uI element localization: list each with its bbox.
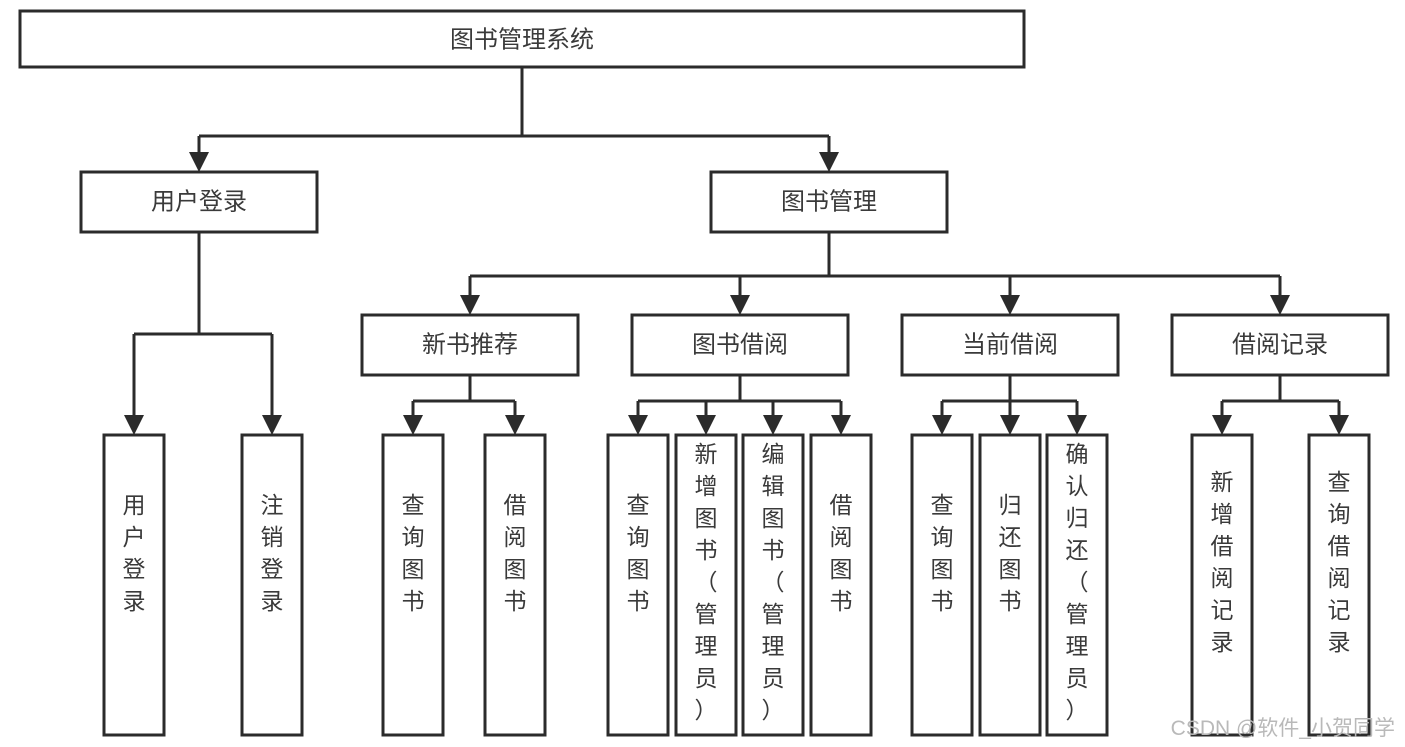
arrow-head-leaf-logout-login — [262, 415, 282, 435]
leaf-return-book-label: 归还图书 — [999, 492, 1022, 614]
node-leaf-add-record[interactable]: 新增借阅记录 — [1190, 433, 1254, 737]
node-leaf-confirm-return[interactable]: 确认归还（管理员） — [1045, 433, 1109, 737]
leaf-logout-login-box[interactable] — [240, 433, 304, 737]
book-borrow-box[interactable] — [630, 313, 850, 377]
user-login-label: 用户登录 — [151, 188, 247, 215]
node-leaf-query-book-1[interactable]: 查询图书 — [381, 433, 445, 737]
leaf-user-login-label: 用户登录 — [123, 492, 146, 614]
node-book-manage[interactable]: 图书管理 — [709, 170, 949, 234]
arrow-head-leaf-query-book-1 — [403, 415, 423, 435]
node-leaf-borrow-book-2[interactable]: 借阅图书 — [809, 433, 873, 737]
node-leaf-user-login[interactable]: 用户登录 — [102, 433, 166, 737]
borrow-record-box[interactable] — [1170, 313, 1390, 377]
arrow-head-current-borrow — [1000, 295, 1020, 315]
leaf-query-book-2-box[interactable] — [606, 433, 670, 737]
book-manage-label: 图书管理 — [781, 188, 877, 215]
arrow-head-leaf-borrow-book-2 — [831, 415, 851, 435]
node-leaf-query-book-3[interactable]: 查询图书 — [910, 433, 974, 737]
book-borrow-label: 图书借阅 — [692, 331, 788, 358]
leaf-edit-book-label: 编辑图书（管理员） — [762, 441, 785, 723]
node-leaf-add-book[interactable]: 新增图书（管理员） — [674, 433, 738, 737]
arrow-head-borrow-record — [1270, 295, 1290, 315]
current-borrow-label: 当前借阅 — [962, 331, 1058, 358]
new-book-rec-label: 新书推荐 — [422, 331, 518, 358]
leaf-borrow-book-2-box[interactable] — [809, 433, 873, 737]
arrow-head-leaf-add-record — [1212, 415, 1232, 435]
leaf-query-book-2-label: 查询图书 — [627, 492, 650, 614]
arrow-head-leaf-borrow-book-1 — [505, 415, 525, 435]
leaf-return-book-box[interactable] — [978, 433, 1042, 737]
csdn-watermark: CSDN @软件_小贺同学 — [1171, 717, 1395, 740]
leaf-borrow-book-2-label: 借阅图书 — [830, 492, 853, 614]
leaf-query-record-box[interactable] — [1307, 433, 1371, 737]
arrow-head-leaf-add-book — [696, 415, 716, 435]
leaf-logout-login-label: 注销登录 — [261, 492, 284, 614]
node-leaf-edit-book[interactable]: 编辑图书（管理员） — [741, 433, 805, 737]
arrow-head-leaf-edit-book — [763, 415, 783, 435]
arrow-head-leaf-query-book-3 — [932, 415, 952, 435]
node-root[interactable]: 图书管理系统 — [18, 9, 1026, 69]
book-manage-box[interactable] — [709, 170, 949, 234]
node-leaf-query-book-2[interactable]: 查询图书 — [606, 433, 670, 737]
leaf-confirm-return-box[interactable] — [1045, 433, 1109, 737]
arrow-head-leaf-user-login — [124, 415, 144, 435]
node-borrow-record[interactable]: 借阅记录 — [1170, 313, 1390, 377]
connector-layer — [124, 67, 1349, 435]
node-leaf-logout-login[interactable]: 注销登录 — [240, 433, 304, 737]
node-user-login[interactable]: 用户登录 — [79, 170, 319, 234]
arrow-head-book-manage — [819, 152, 839, 172]
leaf-add-record-box[interactable] — [1190, 433, 1254, 737]
new-book-rec-box[interactable] — [360, 313, 580, 377]
leaf-borrow-book-1-label: 借阅图书 — [504, 492, 527, 614]
user-login-box[interactable] — [79, 170, 319, 234]
arrow-head-book-borrow — [730, 295, 750, 315]
leaf-add-book-box[interactable] — [674, 433, 738, 737]
arrow-head-new-book-rec — [460, 295, 480, 315]
arrow-head-leaf-return-book — [1000, 415, 1020, 435]
node-new-book-rec[interactable]: 新书推荐 — [360, 313, 580, 377]
leaf-query-book-1-label: 查询图书 — [402, 492, 425, 614]
leaf-confirm-return-label: 确认归还（管理员） — [1066, 441, 1089, 723]
leaf-user-login-box[interactable] — [102, 433, 166, 737]
leaf-edit-book-box[interactable] — [741, 433, 805, 737]
node-current-borrow[interactable]: 当前借阅 — [900, 313, 1120, 377]
root-box[interactable] — [18, 9, 1026, 69]
arrow-head-user-login — [189, 152, 209, 172]
root-label: 图书管理系统 — [450, 26, 594, 53]
leaf-query-book-3-label: 查询图书 — [931, 492, 954, 614]
node-leaf-borrow-book-1[interactable]: 借阅图书 — [483, 433, 547, 737]
arrow-head-leaf-query-book-2 — [628, 415, 648, 435]
current-borrow-box[interactable] — [900, 313, 1120, 377]
leaf-borrow-book-1-box[interactable] — [483, 433, 547, 737]
leaf-add-record-label: 新增借阅记录 — [1211, 469, 1234, 655]
borrow-record-label: 借阅记录 — [1232, 331, 1328, 358]
node-leaf-return-book[interactable]: 归还图书 — [978, 433, 1042, 737]
arrow-head-leaf-query-record — [1329, 415, 1349, 435]
leaf-query-record-label: 查询借阅记录 — [1328, 469, 1351, 655]
arrow-head-leaf-confirm-return — [1067, 415, 1087, 435]
leaf-query-book-3-box[interactable] — [910, 433, 974, 737]
leaf-query-book-1-box[interactable] — [381, 433, 445, 737]
leaf-add-book-label: 新增图书（管理员） — [695, 441, 718, 723]
node-leaf-query-record[interactable]: 查询借阅记录 — [1307, 433, 1371, 737]
node-book-borrow[interactable]: 图书借阅 — [630, 313, 850, 377]
